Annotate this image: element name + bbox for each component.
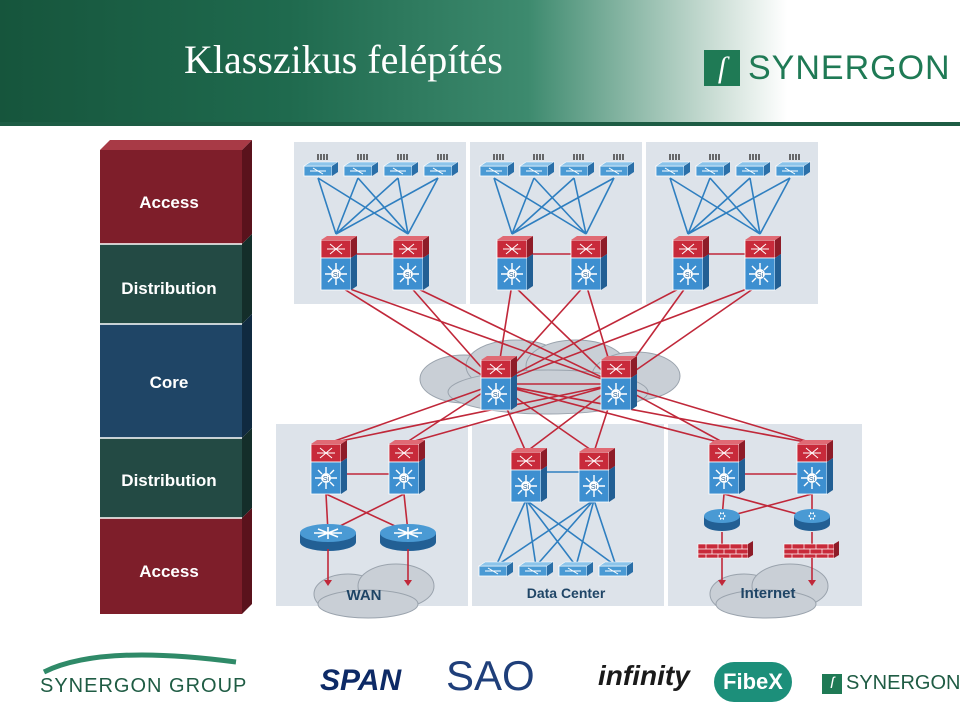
layer-label-core: Core <box>150 373 189 392</box>
header-divider <box>0 122 960 126</box>
slide-title: Klasszikus felépítés <box>184 37 503 82</box>
layer-distribution-top <box>100 234 252 324</box>
zone-data-center <box>472 424 664 606</box>
layer-label-distribution-bottom: Distribution <box>121 471 216 490</box>
wan-label: WAN <box>347 587 382 604</box>
layer-stack: Access Distribution Core Distribution Ac… <box>100 140 252 614</box>
synergon-logo-text: SYNERGON <box>748 48 951 87</box>
infinity-logo: infinity <box>598 660 690 691</box>
synergon-mark-icon: ſ <box>704 50 740 86</box>
layer-label-access-top: Access <box>139 193 199 212</box>
synergon-logo: ſ SYNERGON <box>704 48 951 88</box>
layer-access-bottom <box>100 508 252 614</box>
layer-label-access-bottom: Access <box>139 562 199 581</box>
top-access-links <box>317 177 791 235</box>
header-band <box>0 0 960 122</box>
layer-core <box>100 314 252 438</box>
synergon-group-logo: SYNERGON GROUP <box>40 675 248 697</box>
internet-label: Internet <box>740 585 795 602</box>
wan-zone: WAN <box>299 523 437 619</box>
synergon-group-swoosh-icon <box>42 652 237 675</box>
data-center-zone: Data Center <box>478 561 634 601</box>
sao-logo: SAO <box>446 652 535 699</box>
synergon-footer-text: SYNERGON <box>846 672 960 694</box>
span-logo: SPAN <box>320 664 402 697</box>
fibex-logo: FibeX <box>714 662 792 702</box>
synergon-footer-logo: ſ SYNERGON <box>822 672 960 695</box>
layer-access-top <box>100 140 252 244</box>
layer-label-distribution-top: Distribution <box>121 279 216 298</box>
dc-links <box>495 471 617 567</box>
layer-distribution-bottom <box>100 428 252 518</box>
synergon-footer-mark-icon: ſ <box>822 673 842 694</box>
internet-zone: Internet <box>697 509 840 619</box>
network-diagram: Si <box>100 140 862 619</box>
data-center-label: Data Center <box>527 585 606 601</box>
